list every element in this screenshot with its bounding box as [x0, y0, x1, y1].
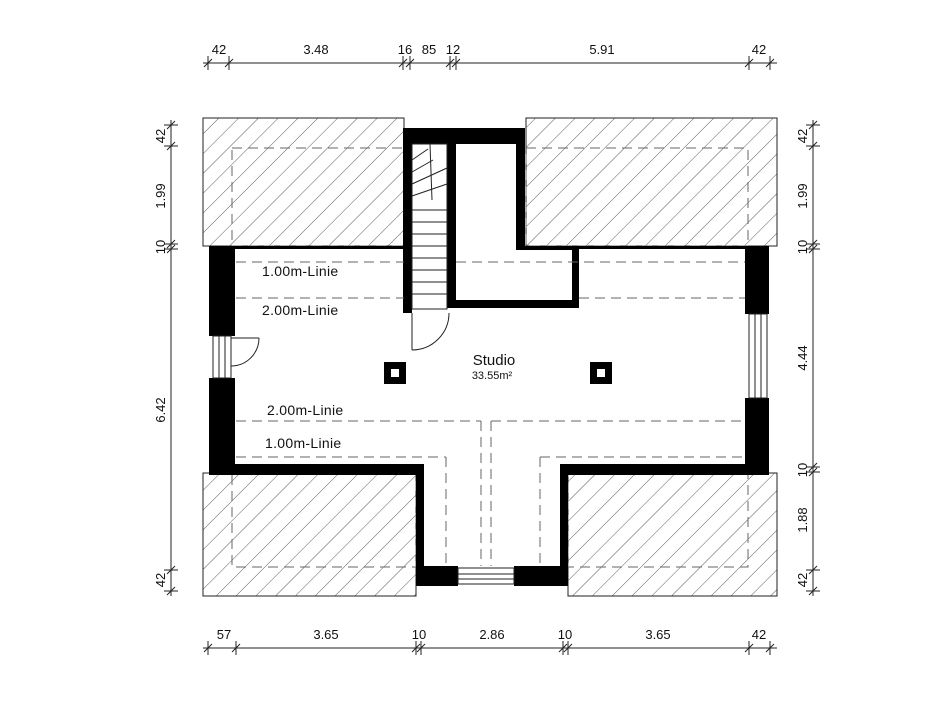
- line-label-lower-2m: 2.00m-Linie: [267, 402, 343, 418]
- dim-left-3: 10: [153, 240, 168, 254]
- roof-area-top-left: [202, 117, 405, 247]
- dimension-line-top: 42 3.48 16 85 12 5.91 42: [203, 42, 777, 70]
- dim-left-1: 42: [153, 129, 168, 143]
- dimension-line-bottom: 57 3.65 10 2.86 10 3.65 42: [203, 627, 777, 655]
- door-swing-left: [230, 337, 260, 367]
- window-right: [748, 313, 768, 399]
- dim-bottom-7: 42: [752, 627, 766, 642]
- chimney-right: [590, 362, 612, 384]
- room-area: 33.55m²: [472, 370, 513, 382]
- line-label-upper-1m: 1.00m-Linie: [262, 263, 338, 279]
- dim-right-3: 10: [795, 240, 810, 254]
- dim-right-1: 42: [795, 129, 810, 143]
- window-left: [212, 335, 232, 379]
- dim-bottom-3: 10: [412, 627, 426, 642]
- dim-bottom-6: 3.65: [645, 627, 670, 642]
- walls: [209, 128, 769, 586]
- door-swing-stair: [411, 312, 450, 351]
- dim-top-6: 5.91: [589, 42, 614, 57]
- dimension-line-right: 42 1.99 10 4.44 10 1.88 42: [795, 120, 820, 596]
- chimney-left: [384, 362, 406, 384]
- studio-floor: [233, 247, 746, 565]
- dim-left-4: 6.42: [153, 397, 168, 422]
- dim-right-2: 1.99: [795, 183, 810, 208]
- dim-left-5: 42: [153, 573, 168, 587]
- line-label-lower-1m: 1.00m-Linie: [265, 435, 341, 451]
- dim-right-4: 4.44: [795, 345, 810, 370]
- roof-area-bottom-left: [202, 472, 417, 597]
- dim-top-4: 85: [422, 42, 436, 57]
- dimension-line-left: 42 1.99 10 6.42 42: [153, 120, 178, 596]
- dim-bottom-5: 10: [558, 627, 572, 642]
- room-name: Studio: [473, 352, 516, 369]
- dim-top-2: 3.48: [303, 42, 328, 57]
- height-lines: [236, 261, 745, 566]
- dim-bottom-2: 3.65: [313, 627, 338, 642]
- roof-area-top-right: [525, 117, 778, 247]
- dim-right-7: 42: [795, 573, 810, 587]
- dim-top-5: 12: [446, 42, 460, 57]
- line-label-upper-2m: 2.00m-Linie: [262, 302, 338, 318]
- dim-left-2: 1.99: [153, 183, 168, 208]
- roof-area-bottom-right: [567, 472, 778, 597]
- staircase: [411, 143, 448, 310]
- dim-top-1: 42: [212, 42, 226, 57]
- dim-top-3: 16: [398, 42, 412, 57]
- window-bottom: [457, 567, 515, 585]
- dim-bottom-4: 2.86: [479, 627, 504, 642]
- dim-top-7: 42: [752, 42, 766, 57]
- dim-bottom-1: 57: [217, 627, 231, 642]
- dim-right-6: 1.88: [795, 507, 810, 532]
- dim-right-5: 10: [795, 463, 810, 477]
